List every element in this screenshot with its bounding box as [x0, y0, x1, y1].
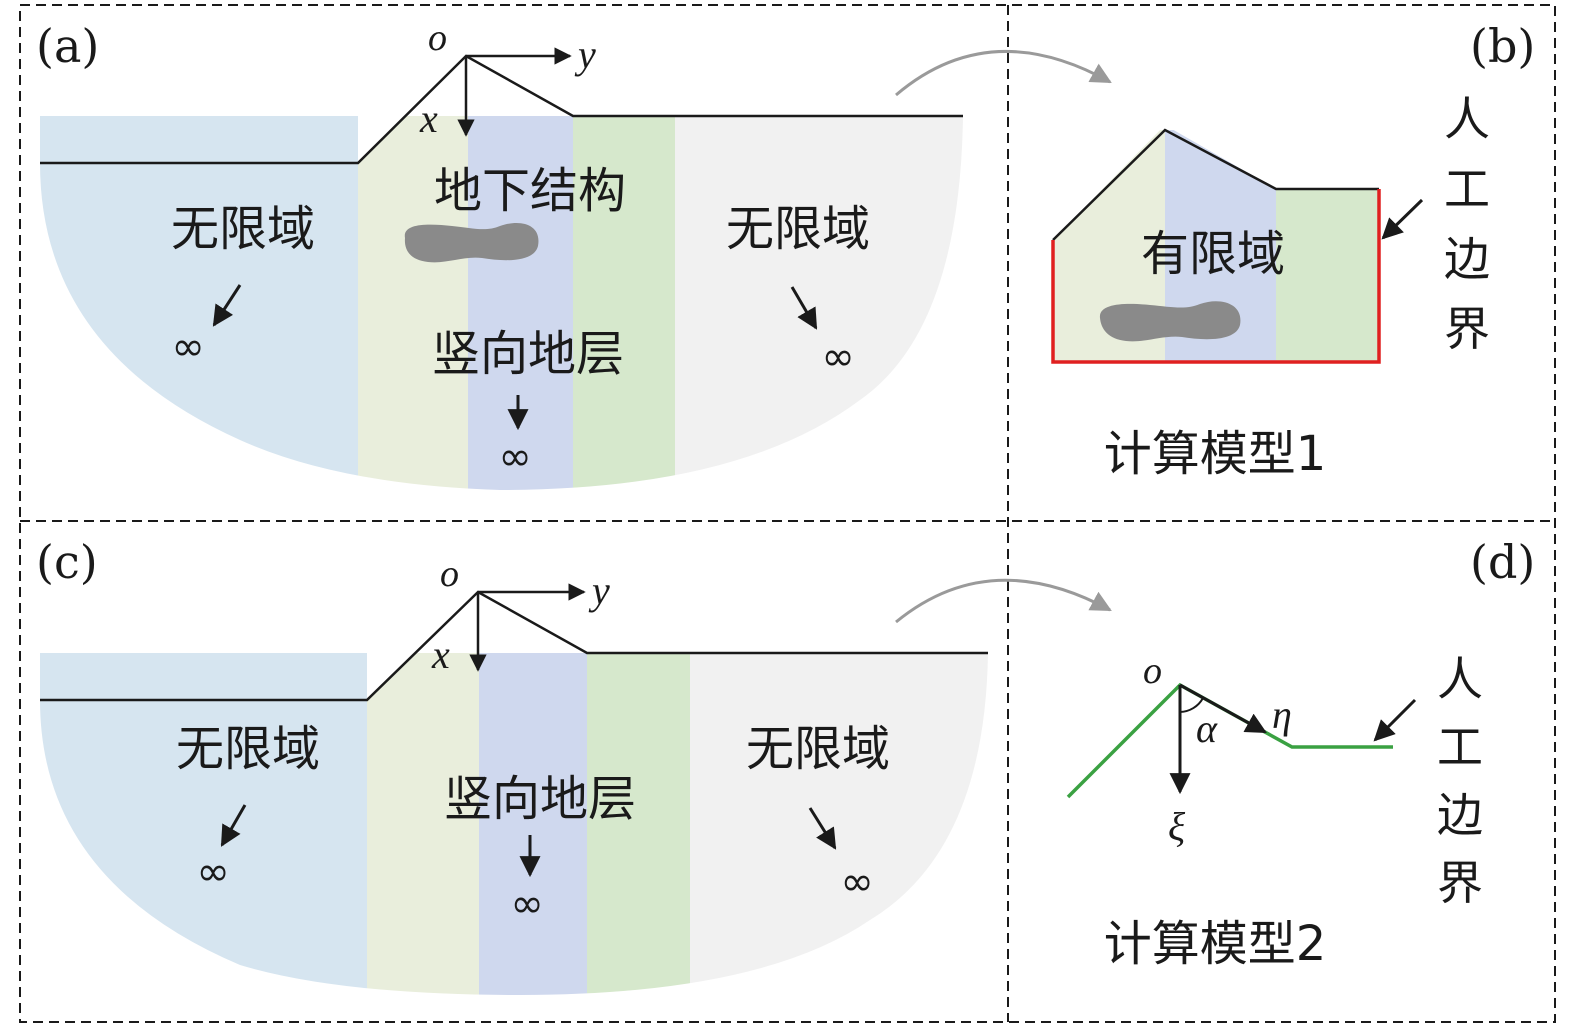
eta-axis-arrow — [1179, 683, 1267, 734]
svg-text:边: 边 — [1437, 788, 1483, 842]
left-infinite-domain — [40, 653, 367, 995]
panel-grid — [19, 4, 1556, 1023]
vertical-layer-3 — [573, 116, 675, 490]
angle-label: α — [1196, 706, 1218, 751]
right-domain-label: 无限域 — [746, 721, 890, 777]
panel-a: o y x (a) 无限域 无限域 地下结构 竖向地层 ∞ ∞ ∞ — [36, 17, 1112, 490]
left-domain-label: 无限域 — [171, 201, 315, 257]
origin-label: o — [428, 17, 447, 59]
svg-text:界: 界 — [1444, 302, 1490, 356]
angle-arc — [1179, 697, 1204, 713]
layers-label: 竖向地层 — [432, 326, 624, 382]
center-infinity-symbol: ∞ — [510, 881, 543, 927]
right-infinity-symbol: ∞ — [821, 334, 854, 380]
panel-c: o y x (c) 无限域 无限域 竖向地层 ∞ ∞ ∞ — [36, 535, 1112, 995]
left-domain-label: 无限域 — [176, 721, 320, 777]
finite-domain-label: 有限域 — [1141, 226, 1285, 282]
transition-arrow-cd — [895, 578, 1112, 624]
vertical-layer-1 — [367, 653, 479, 995]
svg-text:边: 边 — [1444, 232, 1490, 286]
eta-label: η — [1272, 692, 1292, 737]
boundary-label: 人 工 边 界 — [1437, 652, 1483, 910]
underground-structure — [1099, 301, 1241, 342]
vertical-layer-2 — [468, 116, 573, 490]
panel-label: (d) — [1470, 535, 1535, 589]
boundary-line — [1066, 682, 1393, 799]
transition-arrow-ab — [895, 50, 1112, 97]
left-infinity-arrow — [212, 284, 242, 327]
boundary-pointer-arrow — [1381, 198, 1424, 240]
right-domain-label: 无限域 — [726, 201, 870, 257]
svg-text:工: 工 — [1444, 162, 1490, 216]
svg-text:人: 人 — [1437, 652, 1483, 706]
panel-b: (b) 有限域 人 工 边 界 计算模型1 — [1051, 19, 1535, 482]
left-infinity-symbol: ∞ — [171, 324, 204, 370]
underground-structure — [404, 223, 539, 263]
layers-label: 竖向地层 — [444, 771, 636, 827]
right-infinity-symbol: ∞ — [840, 859, 873, 905]
vertical-layer-1 — [358, 116, 468, 490]
artificial-boundary — [1051, 189, 1381, 364]
xi-label: ξ — [1168, 804, 1186, 849]
svg-text:人: 人 — [1444, 92, 1490, 146]
x-axis-label: x — [431, 632, 450, 677]
vertical-layer-3 — [587, 653, 690, 995]
panel-d: o α η ξ (d) 人 工 边 界 计算模型2 — [1066, 535, 1535, 972]
left-infinite-domain — [40, 116, 358, 490]
boundary-pointer-arrow — [1373, 698, 1417, 742]
panel-label: (c) — [36, 535, 98, 589]
boundary-label: 人 工 边 界 — [1444, 92, 1490, 356]
x-axis-label: x — [419, 96, 438, 141]
vertical-layer-2 — [479, 653, 587, 995]
origin-label: o — [1143, 650, 1162, 692]
panel-label: (b) — [1470, 19, 1535, 73]
svg-text:工: 工 — [1437, 720, 1483, 774]
right-infinite-domain — [675, 116, 963, 490]
right-infinity-arrow — [808, 807, 837, 850]
model-label: 计算模型1 — [1104, 426, 1327, 482]
finite-ground-line — [1052, 128, 1379, 241]
panel-label: (a) — [36, 19, 99, 73]
origin-label: o — [440, 553, 459, 595]
center-infinity-symbol: ∞ — [498, 434, 531, 480]
right-infinity-arrow — [790, 286, 818, 330]
right-infinite-domain — [690, 653, 988, 995]
svg-text:界: 界 — [1437, 856, 1483, 910]
y-axis-label: y — [588, 568, 610, 613]
y-axis-label: y — [574, 32, 596, 77]
structure-label: 地下结构 — [434, 163, 626, 219]
left-infinity-arrow — [220, 804, 247, 847]
model-label: 计算模型2 — [1104, 916, 1327, 972]
left-infinity-symbol: ∞ — [196, 849, 229, 895]
